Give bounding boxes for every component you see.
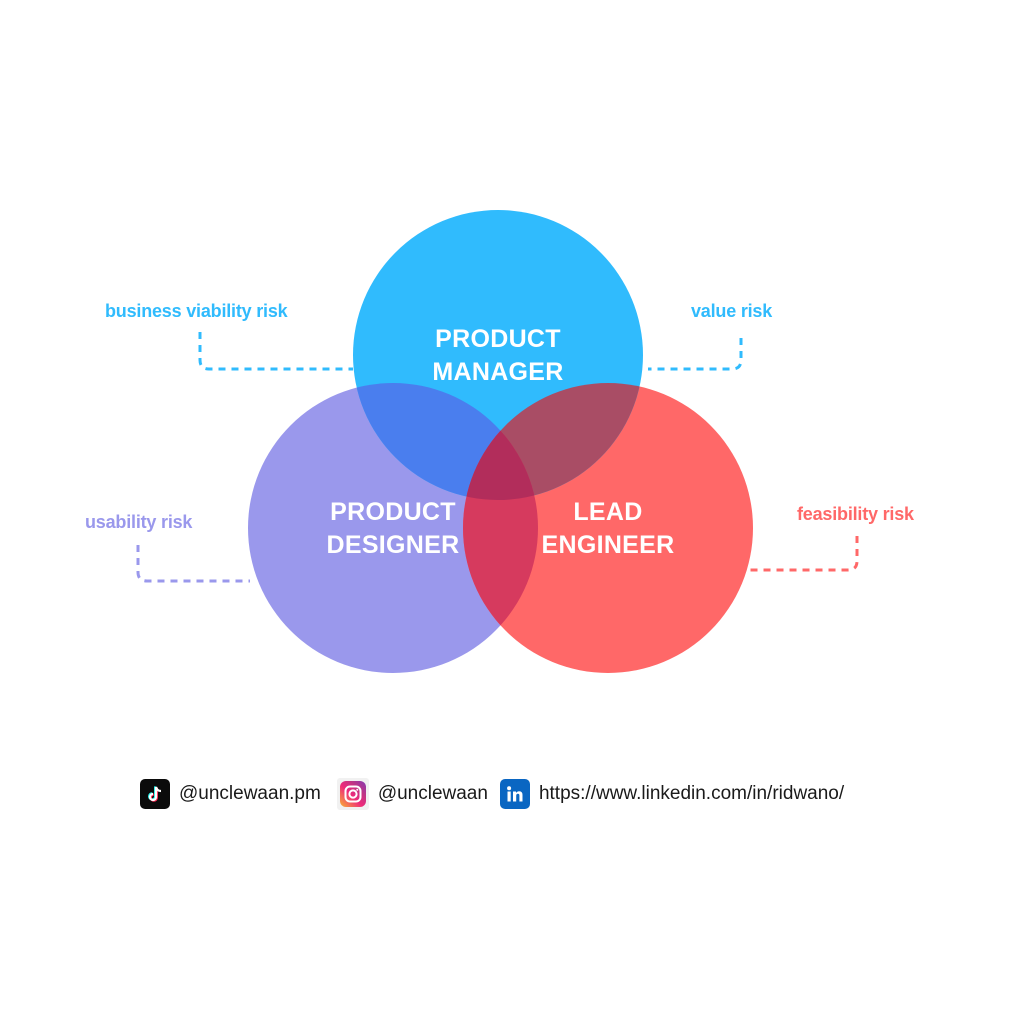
label-lead-engineer: LEAD ENGINEER [508, 496, 708, 562]
linkedin-icon [499, 779, 530, 809]
label-designer-line1: PRODUCT [330, 498, 456, 526]
label-engineer-line2: ENGINEER [541, 531, 675, 559]
instagram-icon-frame [336, 778, 369, 810]
risk-value: value risk [691, 301, 773, 321]
overlap-pm-engineer [463, 383, 643, 500]
risk-feasibility: feasibility risk [797, 504, 914, 524]
label-product-manager: PRODUCT MANAGER [398, 323, 598, 389]
connector-value-risk [648, 338, 743, 371]
linkedin-url: https://www.linkedin.com/in/ridwano/ [538, 783, 845, 804]
social-footer: @unclewaan.pm @unclewaan [140, 778, 854, 810]
instagram-handle: @unclewaan [377, 783, 488, 804]
tiktok-icon [140, 779, 170, 809]
tiktok-handle: @unclewaan.pm [179, 783, 321, 804]
instagram-icon [339, 781, 366, 807]
label-designer-line2: DESIGNER [326, 531, 460, 559]
label-pm-line1: PRODUCT [435, 325, 561, 353]
linkedin-link[interactable]: https://www.linkedin.com/in/ridwano/ [499, 779, 845, 809]
label-engineer-line1: LEAD [573, 498, 643, 526]
risk-usability: usability risk [85, 512, 193, 532]
instagram-link[interactable]: @unclewaan [336, 778, 488, 810]
risk-business-viability: business viability risk [105, 301, 288, 321]
label-pm-line2: MANAGER [432, 358, 564, 386]
tiktok-link[interactable]: @unclewaan.pm [140, 779, 321, 809]
connector-business-risk [198, 332, 353, 371]
overlap-pm-designer [353, 383, 538, 500]
label-product-designer: PRODUCT DESIGNER [293, 496, 493, 562]
connector-usability-risk [136, 545, 250, 583]
connector-feasibility-risk [750, 536, 859, 572]
